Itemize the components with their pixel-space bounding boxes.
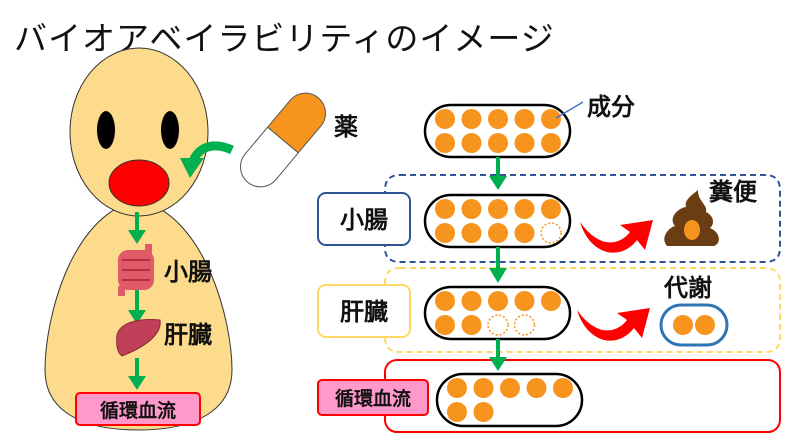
capsule-liver: [423, 285, 572, 341]
ingredient-pointer: [555, 101, 584, 119]
ingredient-particle: [488, 133, 508, 153]
excretion-arrow-icon: [580, 220, 653, 253]
liver-icon: [116, 319, 161, 357]
ingredient-particle: [488, 291, 508, 311]
ingredient-particle: [553, 378, 573, 398]
ingredient-particle: [541, 109, 561, 129]
ingredient-particle: [461, 109, 482, 129]
ingredient-particle: [435, 291, 455, 311]
stage-label-liver: 肝臓: [340, 298, 388, 326]
body-flow-arrows: [128, 212, 146, 390]
ingredient-particle: [447, 402, 467, 422]
mouth: [108, 159, 170, 207]
ingredient-particle: [514, 291, 535, 311]
ingredient-particle: [473, 378, 494, 398]
left-eye: [97, 111, 115, 149]
ingredient-particle: [514, 223, 535, 243]
ingredient-particle: [435, 315, 455, 335]
ingredient-particle: [488, 199, 508, 219]
ingredient-particle: [435, 199, 455, 219]
stage-label-box-circulation: [317, 379, 429, 416]
capsule-metabolized: [659, 303, 729, 347]
ingredient-particle: [473, 402, 494, 422]
stage-flow-arrows: [489, 157, 507, 371]
feces-icon: [664, 190, 719, 246]
ingredient-particle: [541, 133, 561, 153]
ingredient-particle: [461, 223, 482, 243]
medicine-label: 薬: [334, 113, 358, 141]
ingredient-particle: [461, 315, 482, 335]
ingredient-particle: [435, 109, 455, 129]
right-eye: [161, 111, 179, 149]
stage-label-box-liver: [317, 284, 411, 338]
ingredient-label: 成分: [587, 93, 635, 121]
ingredient-particle: [541, 291, 561, 311]
ingredient-particle: [500, 378, 520, 398]
lost-particle: [513, 314, 536, 336]
ingredient-particle: [461, 133, 482, 153]
metabolism-label: 代謝: [663, 274, 712, 302]
capsule-small-intestine: [423, 193, 572, 249]
metabolism-arrow-icon: [577, 308, 650, 341]
ingredient-particle: [461, 291, 482, 311]
body-label-liver: 肝臓: [164, 321, 212, 349]
ingredient-particle: [514, 133, 535, 153]
lost-particle: [487, 314, 509, 336]
ingredient-particle: [435, 223, 455, 243]
ingredient-particle: [673, 315, 693, 335]
page-title: バイオアベイラビリティのイメージ: [14, 19, 555, 58]
body-label-circulation: 循環血流: [100, 399, 176, 422]
body-circulation-box: [75, 392, 201, 426]
ingredient-particle: [435, 133, 455, 153]
capsule-initial: [423, 103, 572, 159]
ingredient-particle: [461, 199, 482, 219]
lost-particle: [540, 222, 562, 244]
ingredient-particle: [488, 109, 508, 129]
ingredient-particle: [514, 109, 535, 129]
ingredient-particle: [695, 315, 715, 335]
stage-label-circulation: 循環血流: [335, 387, 411, 410]
body-label-small-intestine: 小腸: [164, 258, 212, 286]
pill-icon: [240, 92, 326, 188]
stage-label-small-intestine: 小腸: [340, 206, 388, 234]
feces-label: 糞便: [708, 178, 758, 206]
ingredient-particle: [514, 199, 535, 219]
capsule-circulation: [435, 372, 584, 428]
ingredient-particle: [447, 378, 467, 398]
intestine-stage-region: [384, 174, 781, 263]
ingredient-particle: [541, 199, 561, 219]
small-intestine-icon: [118, 244, 154, 296]
ingredient-particle: [488, 223, 508, 243]
intake-arrow-head-icon: [180, 158, 204, 178]
ingredient-particle: [526, 378, 547, 398]
liver-stage-region: [384, 267, 781, 353]
stage-label-box-small-intestine: [317, 192, 411, 246]
